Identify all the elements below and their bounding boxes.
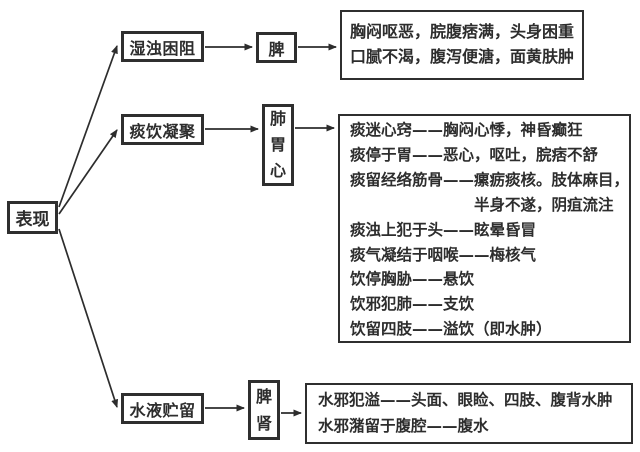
organ-label-3-char-2: 肾	[255, 414, 272, 433]
root-node: 表现	[7, 201, 58, 234]
organ-label-1: 脾	[268, 39, 285, 59]
result-line: 痰迷心窍——胸闷心悸，神昏癫狂	[350, 121, 583, 139]
result-line: 痰停于胃——恶心，呕吐，脘痞不舒	[350, 145, 599, 164]
condition-label-1: 湿浊困阻	[129, 38, 196, 58]
condition-label-3: 水液贮留	[129, 400, 196, 420]
arrow-root-to-condition-3	[58, 228, 119, 408]
result-line-continuation: 半身不遂，阴疽流注	[474, 195, 614, 214]
result-box-1: 胸闷呕恶，脘腹痞满，头身困重 口腻不渴，腹泻便溏，面黄肤肿	[340, 10, 584, 80]
organ-node-2: 肺 胃 心	[262, 104, 294, 186]
result-line: 口腻不渴，腹泻便溏，面黄肤肿	[350, 47, 575, 66]
result-box-2: 痰迷心窍——胸闷心悸，神昏癫狂 痰停于胃——恶心，呕吐，脘痞不舒 痰留经络筋骨—…	[338, 114, 631, 343]
result-line: 饮留四肢——溢饮（即水肿）	[350, 320, 552, 339]
arrow-root-to-condition-2	[58, 129, 118, 215]
result-line: 痰浊上犯于头——眩晕昏冒	[350, 220, 537, 239]
result-line: 痰留经络筋骨——瘰疬痰核。肢体麻目，	[350, 170, 630, 189]
result-box-3: 水邪犯溢——头面、眼睑、四肢、腹背水肿 水邪潴留于腹腔——腹水	[305, 383, 633, 444]
condition-label-2: 痰饮凝聚	[129, 121, 196, 141]
result-line: 饮邪犯肺——支饮	[350, 295, 475, 314]
organ-label-2-char-3: 心	[269, 161, 286, 180]
result-line: 痰气凝结于咽喉——梅核气	[350, 245, 537, 264]
result-line: 水邪犯溢——头面、眼睑、四肢、腹背水肿	[318, 391, 613, 409]
arrow-root-to-condition-1	[58, 45, 118, 208]
condition-node-2: 痰饮凝聚	[121, 114, 204, 145]
root-label: 表现	[15, 210, 50, 230]
result-line: 胸闷呕恶，脘腹痞满，头身困重	[350, 22, 575, 41]
condition-node-1: 湿浊困阻	[121, 31, 204, 62]
organ-node-3: 脾 肾	[248, 380, 280, 440]
organ-label-3-char-1: 脾	[255, 387, 272, 406]
result-line: 水邪潴留于腹腔——腹水	[318, 417, 489, 435]
organ-label-2-char-2: 胃	[269, 135, 286, 154]
organ-node-1: 脾	[256, 32, 297, 63]
result-line: 饮停胸胁——悬饮	[350, 270, 475, 289]
organ-label-2-char-1: 肺	[269, 109, 286, 128]
condition-node-3: 水液贮留	[121, 393, 204, 424]
